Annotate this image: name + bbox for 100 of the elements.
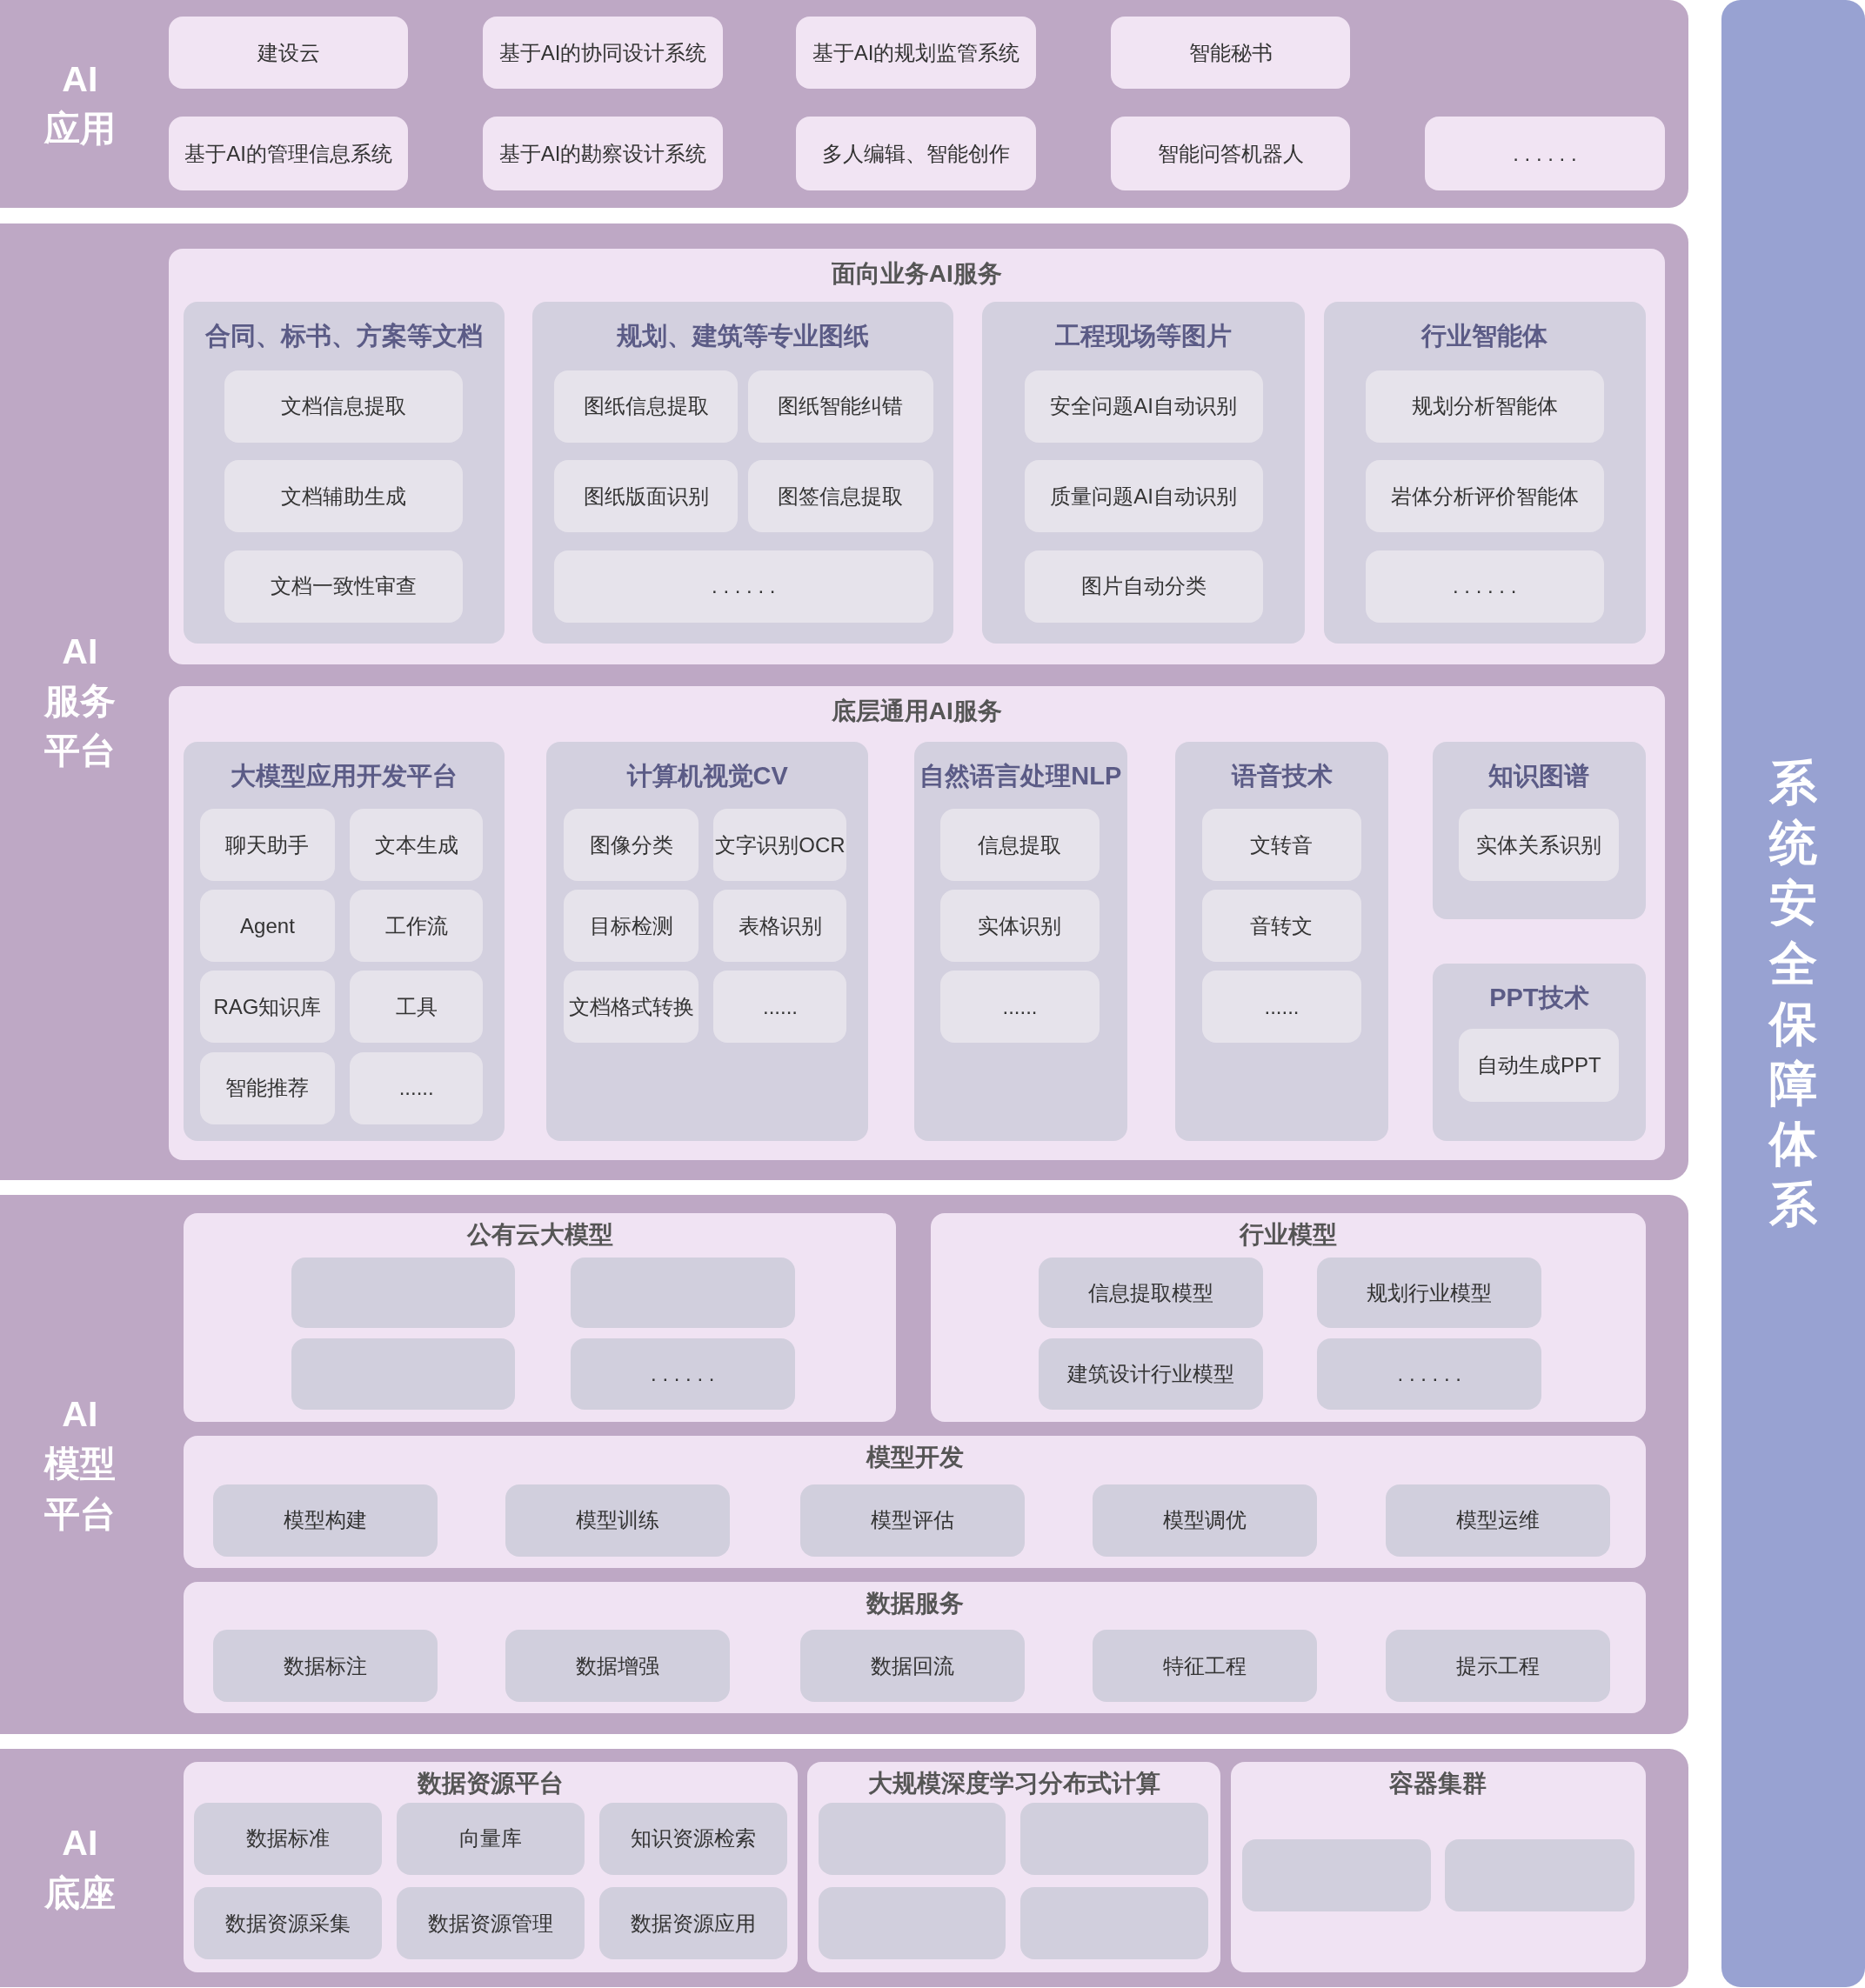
layer-label: AI模型平台 xyxy=(43,1393,117,1536)
function-box: RAG知识库 xyxy=(200,971,335,1044)
function-box: 基于AI的协同设计系统 xyxy=(483,16,723,89)
layer-band xyxy=(0,0,1689,208)
function-box: 工具 xyxy=(350,971,484,1044)
layer-band xyxy=(0,1195,1689,1734)
function-box: 图片自动分类 xyxy=(1024,550,1263,623)
function-box: 文本生成 xyxy=(350,808,484,881)
function-box: ...... xyxy=(1201,971,1362,1044)
function-box: 文档一致性审查 xyxy=(224,550,463,623)
function-box: 图纸智能纠错 xyxy=(747,370,933,443)
category-panel xyxy=(532,301,953,644)
function-box: 多人编辑、智能创作 xyxy=(796,117,1036,190)
function-box: ...... xyxy=(940,971,1100,1044)
layer-label: AI服务平台 xyxy=(43,630,117,773)
function-box: 智能推荐 xyxy=(200,1051,335,1124)
section-panel xyxy=(168,248,1665,664)
function-box: 文档格式转换 xyxy=(564,971,699,1044)
rounded-box xyxy=(1445,1838,1634,1911)
category-panel xyxy=(1323,301,1646,644)
category-heading: 计算机视觉CV xyxy=(625,760,789,791)
section-heading: 数据资源平台 xyxy=(416,1769,565,1798)
function-box: 信息提取模型 xyxy=(1038,1257,1263,1329)
function-box: 知识资源检索 xyxy=(599,1802,788,1875)
rounded-box xyxy=(291,1257,515,1329)
rounded-box xyxy=(1020,1887,1208,1960)
rounded-box xyxy=(819,1887,1006,1960)
layer-label: AI应用 xyxy=(43,57,117,150)
category-heading: 工程现场等图片 xyxy=(1054,320,1233,351)
section-panel xyxy=(930,1212,1646,1423)
function-box: 数据回流 xyxy=(799,1630,1025,1703)
category-panel xyxy=(1175,741,1388,1141)
section-heading: 容器集群 xyxy=(1388,1769,1488,1798)
function-box: 数据标准 xyxy=(194,1802,382,1875)
category-panel xyxy=(982,301,1305,644)
function-box: . . . . . . xyxy=(1317,1338,1542,1410)
category-heading: 行业智能体 xyxy=(1420,320,1549,351)
function-box: 基于AI的管理信息系统 xyxy=(168,117,409,190)
function-box: 模型训练 xyxy=(505,1484,731,1557)
category-heading: PPT技术 xyxy=(1488,982,1590,1013)
security-label: 系统安全保障体系 xyxy=(1767,754,1819,1233)
category-panel xyxy=(184,301,505,644)
function-box: 提示工程 xyxy=(1386,1630,1610,1703)
rounded-box xyxy=(1242,1838,1432,1911)
function-box: 模型调优 xyxy=(1093,1484,1318,1557)
rounded-box xyxy=(819,1802,1006,1875)
function-box: 实体关系识别 xyxy=(1459,808,1620,881)
section-heading: 行业模型 xyxy=(1238,1219,1338,1250)
section-heading: 数据服务 xyxy=(865,1588,965,1618)
section-heading: 公有云大模型 xyxy=(465,1219,614,1250)
category-panel xyxy=(1432,963,1646,1141)
category-panel xyxy=(913,741,1127,1141)
category-heading: 规划、建筑等专业图纸 xyxy=(616,320,871,351)
function-box: 工作流 xyxy=(350,890,484,963)
layer-band xyxy=(0,223,1689,1180)
section-heading: 面向业务AI服务 xyxy=(830,259,1003,289)
function-box: 智能秘书 xyxy=(1110,16,1351,89)
function-box: . . . . . . xyxy=(1425,117,1665,190)
layer-band xyxy=(0,1749,1689,1988)
function-box: 基于AI的规划监管系统 xyxy=(796,16,1036,89)
security-band xyxy=(1721,0,1865,1988)
category-heading: 自然语言处理NLP xyxy=(919,760,1123,791)
function-box: 智能问答机器人 xyxy=(1110,117,1351,190)
function-box: 规划行业模型 xyxy=(1317,1257,1542,1329)
section-heading: 模型开发 xyxy=(865,1443,965,1472)
function-box: 模型评估 xyxy=(799,1484,1025,1557)
category-heading: 大模型应用开发平台 xyxy=(230,760,459,791)
function-box: 数据增强 xyxy=(505,1630,731,1703)
category-heading: 知识图谱 xyxy=(1487,760,1591,791)
section-panel xyxy=(184,1581,1646,1714)
function-box: ...... xyxy=(713,971,847,1044)
function-box: 图纸信息提取 xyxy=(553,370,739,443)
section-heading: 底层通用AI服务 xyxy=(830,696,1003,726)
function-box: 数据资源采集 xyxy=(194,1887,382,1960)
rounded-box xyxy=(570,1257,795,1329)
function-box: 文档信息提取 xyxy=(224,370,463,443)
function-box: . . . . . . xyxy=(553,550,933,623)
section-panel xyxy=(807,1762,1221,1972)
function-box: 安全问题AI自动识别 xyxy=(1024,370,1263,443)
function-box: 数据资源应用 xyxy=(599,1887,788,1960)
section-panel xyxy=(184,1436,1646,1568)
section-panel xyxy=(168,685,1665,1160)
function-box: Agent xyxy=(200,890,335,963)
section-panel xyxy=(1231,1762,1646,1972)
function-box: ...... xyxy=(350,1051,484,1124)
category-panel xyxy=(184,741,505,1141)
function-box: 音转文 xyxy=(1201,890,1362,963)
rounded-box xyxy=(291,1338,515,1410)
function-box: 向量库 xyxy=(397,1802,585,1875)
function-box: 目标检测 xyxy=(564,890,699,963)
category-panel xyxy=(546,741,869,1141)
function-box: 实体识别 xyxy=(940,890,1100,963)
section-heading: 大规模深度学习分布式计算 xyxy=(866,1769,1161,1798)
function-box: 模型构建 xyxy=(212,1484,438,1557)
function-box: 特征工程 xyxy=(1093,1630,1318,1703)
function-box: . . . . . . xyxy=(570,1338,795,1410)
category-panel xyxy=(1432,741,1646,919)
function-box: 数据资源管理 xyxy=(397,1887,585,1960)
section-panel xyxy=(184,1762,798,1972)
function-box: 文档辅助生成 xyxy=(224,460,463,533)
